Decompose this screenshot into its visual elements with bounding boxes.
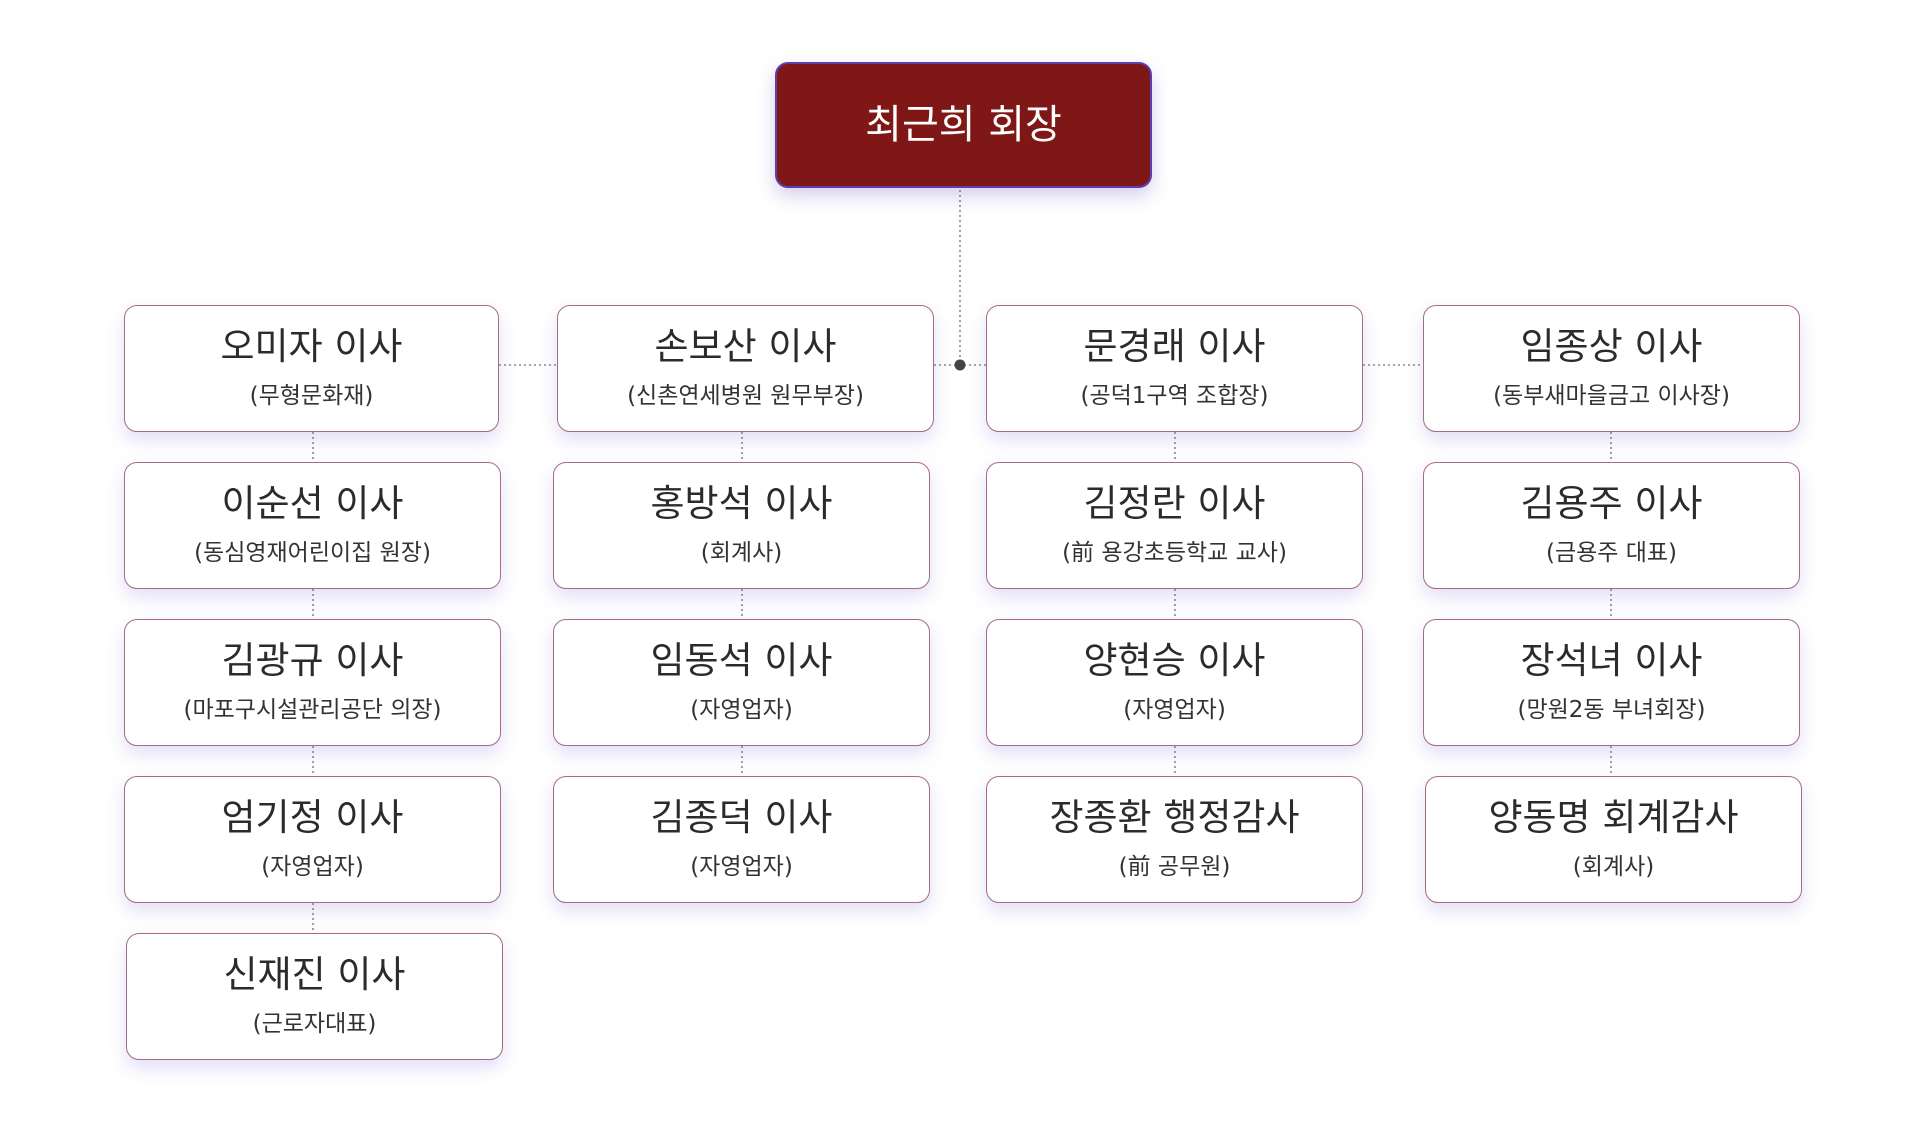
member-name: 임동석 이사 (650, 638, 833, 682)
member-role: (망원2동 부녀회장) (1517, 697, 1706, 724)
member-role: (회계사) (1572, 854, 1655, 881)
member-name: 임종상 이사 (1520, 324, 1703, 368)
member-name: 김종덕 이사 (650, 795, 833, 839)
member-box: 장종환 행정감사 (前 공무원) (986, 776, 1363, 903)
member-name: 양현승 이사 (1083, 638, 1266, 682)
member-name: 김광규 이사 (221, 638, 404, 682)
member-role: (동심영재어린이집 원장) (194, 540, 431, 567)
president-box: 최근희 회장 (775, 62, 1152, 188)
member-role: (동부새마을금고 이사장) (1493, 383, 1730, 410)
member-box: 엄기정 이사 (자영업자) (124, 776, 501, 903)
member-role: (마포구시설관리공단 의장) (183, 697, 442, 724)
member-box: 신재진 이사 (근로자대표) (126, 933, 503, 1060)
member-box: 장석녀 이사 (망원2동 부녀회장) (1423, 619, 1800, 746)
member-box: 임동석 이사 (자영업자) (553, 619, 930, 746)
member-role: (前 공무원) (1118, 854, 1231, 881)
member-role: (회계사) (700, 540, 783, 567)
member-role: (금용주 대표) (1545, 540, 1678, 567)
junction-dot (954, 359, 966, 371)
member-box: 홍방석 이사 (회계사) (553, 462, 930, 589)
member-box: 김광규 이사 (마포구시설관리공단 의장) (124, 619, 501, 746)
member-box: 김종덕 이사 (자영업자) (553, 776, 930, 903)
member-name: 장종환 행정감사 (1049, 795, 1300, 839)
member-role: (前 용강초등학교 교사) (1062, 540, 1287, 567)
member-name: 손보산 이사 (654, 324, 837, 368)
member-role: (자영업자) (261, 854, 364, 881)
member-name: 오미자 이사 (220, 324, 403, 368)
member-role: (자영업자) (690, 697, 793, 724)
member-box: 양현승 이사 (자영업자) (986, 619, 1363, 746)
member-box: 김용주 이사 (금용주 대표) (1423, 462, 1800, 589)
member-role: (공덕1구역 조합장) (1080, 383, 1269, 410)
member-name: 신재진 이사 (223, 952, 406, 996)
member-box: 문경래 이사 (공덕1구역 조합장) (986, 305, 1363, 432)
member-role: (신촌연세병원 원무부장) (627, 383, 864, 410)
member-name: 문경래 이사 (1083, 324, 1266, 368)
member-role: (근로자대표) (252, 1011, 377, 1038)
member-box: 손보산 이사 (신촌연세병원 원무부장) (557, 305, 934, 432)
member-name: 이순선 이사 (221, 481, 404, 525)
member-name: 엄기정 이사 (221, 795, 404, 839)
member-box: 이순선 이사 (동심영재어린이집 원장) (124, 462, 501, 589)
member-name: 김용주 이사 (1520, 481, 1703, 525)
member-box: 오미자 이사 (무형문화재) (124, 305, 499, 432)
member-role: (자영업자) (690, 854, 793, 881)
member-role: (자영업자) (1123, 697, 1226, 724)
member-box: 양동명 회계감사 (회계사) (1425, 776, 1802, 903)
member-name: 김정란 이사 (1083, 481, 1266, 525)
member-name: 양동명 회계감사 (1488, 795, 1739, 839)
president-name: 최근희 회장 (865, 102, 1062, 148)
member-name: 장석녀 이사 (1520, 638, 1703, 682)
member-role: (무형문화재) (249, 383, 374, 410)
member-name: 홍방석 이사 (650, 481, 833, 525)
member-box: 김정란 이사 (前 용강초등학교 교사) (986, 462, 1363, 589)
member-box: 임종상 이사 (동부새마을금고 이사장) (1423, 305, 1800, 432)
